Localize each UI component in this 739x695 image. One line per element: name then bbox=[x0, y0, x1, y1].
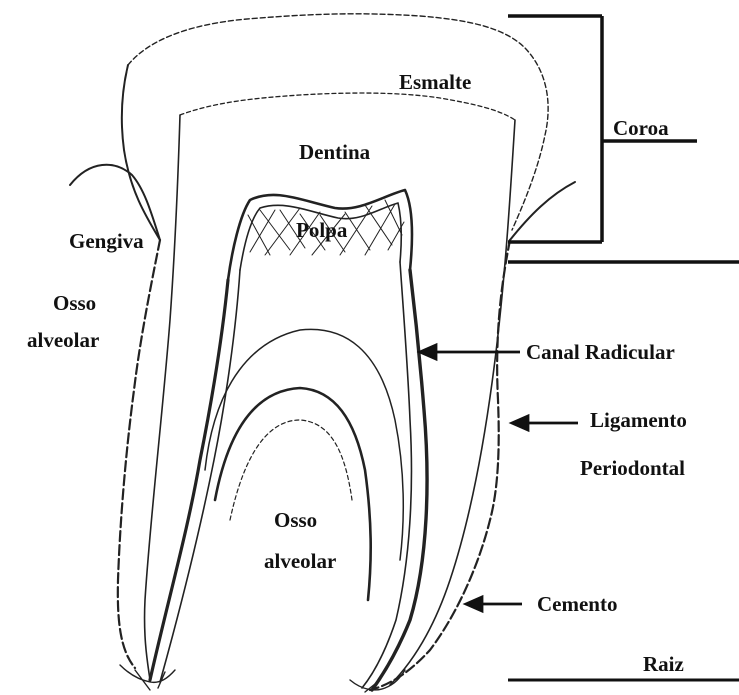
label-ligamento-2: Periodontal bbox=[580, 458, 685, 479]
crown-left-side bbox=[122, 65, 160, 240]
cemento-arrow-head bbox=[466, 597, 482, 611]
label-esmalte: Esmalte bbox=[399, 72, 471, 93]
root-apex-left bbox=[120, 665, 175, 690]
root-outer-right bbox=[370, 240, 510, 690]
canal-arrow-head bbox=[420, 345, 436, 359]
label-gengiva: Gengiva bbox=[69, 231, 144, 252]
arrows bbox=[420, 345, 578, 611]
label-ligamento-1: Ligamento bbox=[590, 410, 687, 431]
root-canal-left-inner bbox=[160, 270, 240, 682]
bone-arch-innermost bbox=[230, 420, 352, 520]
root-canal-left bbox=[150, 280, 228, 680]
label-raiz: Raiz bbox=[643, 654, 684, 675]
root-dentin-left bbox=[145, 115, 180, 680]
root-canal-right-inner bbox=[362, 262, 411, 688]
label-polpa: Polpa bbox=[296, 220, 347, 241]
ligamento-arrow-head bbox=[512, 416, 528, 430]
root-outer-left bbox=[118, 240, 160, 668]
dentin-surface bbox=[180, 93, 515, 120]
root-canal-right bbox=[372, 270, 427, 690]
label-osso-left-2: alveolar bbox=[27, 330, 99, 351]
label-osso-center-1: Osso bbox=[274, 510, 317, 531]
enamel-outline bbox=[128, 14, 548, 230]
label-canal-radicular: Canal Radicular bbox=[526, 342, 675, 363]
label-cemento: Cemento bbox=[537, 594, 617, 615]
label-coroa: Coroa bbox=[613, 118, 669, 139]
label-osso-left-1: Osso bbox=[53, 293, 96, 314]
label-osso-center-2: alveolar bbox=[264, 551, 336, 572]
label-dentina: Dentina bbox=[299, 142, 370, 163]
